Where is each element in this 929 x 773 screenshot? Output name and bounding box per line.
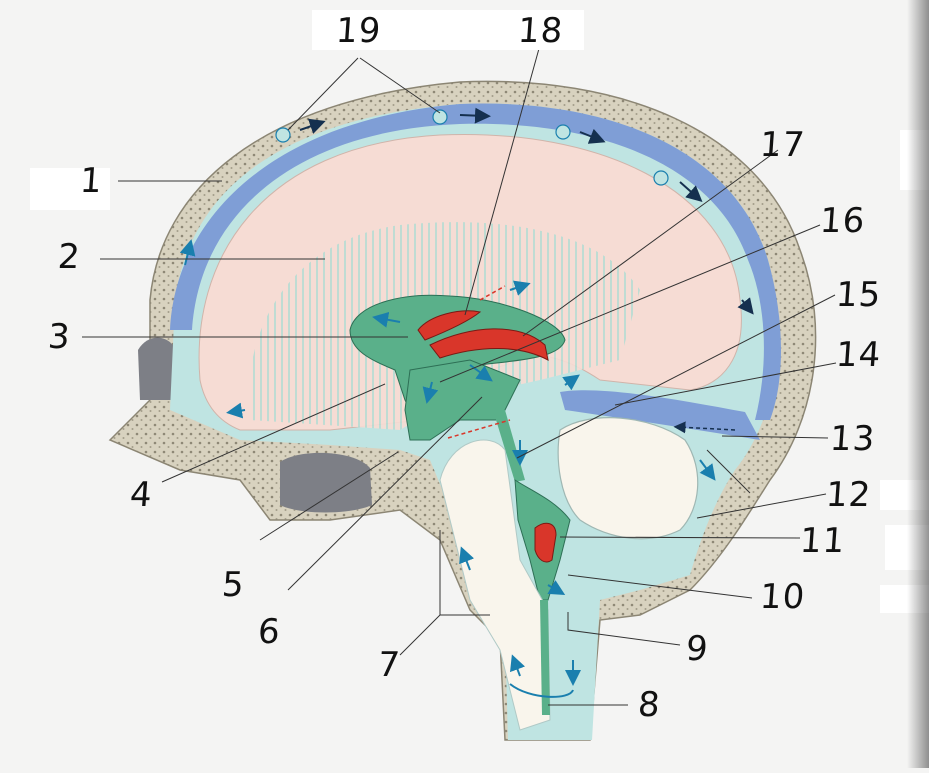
label-5: 5 — [220, 565, 247, 605]
choroid-plexus-fourth — [534, 522, 557, 563]
central-canal — [540, 600, 550, 715]
label-7: 7 — [376, 645, 403, 685]
csf-flow-arrows — [179, 107, 754, 698]
straight-sinus — [560, 390, 760, 440]
label-16: 16 — [818, 201, 867, 241]
label-1: 1 — [78, 161, 105, 201]
arachnoid-granulations — [275, 109, 669, 186]
label-19: 19 — [334, 11, 383, 51]
label-4: 4 — [128, 475, 155, 515]
label-box-19 — [312, 10, 584, 50]
cerebellum — [557, 417, 699, 540]
page-edge-shadow — [907, 0, 929, 768]
label-17: 17 — [758, 125, 807, 165]
label-10: 10 — [758, 577, 807, 617]
dashed-arrow — [673, 421, 736, 434]
choroid-plexus-lateral — [417, 310, 482, 341]
dashed-flow-line — [447, 419, 511, 439]
lateral-ventricle — [349, 294, 566, 421]
label-13: 13 — [828, 419, 877, 459]
label-12: 12 — [824, 475, 873, 515]
label-2: 2 — [56, 237, 83, 277]
label-11: 11 — [798, 521, 847, 561]
label-18: 18 — [516, 11, 565, 51]
label-15: 15 — [834, 275, 883, 315]
dashed-flow-line-upper — [479, 285, 506, 301]
choroid-plexus-third — [429, 328, 549, 361]
label-6: 6 — [256, 612, 283, 652]
label-box-1 — [30, 168, 110, 210]
label-14: 14 — [834, 335, 883, 375]
label-9: 9 — [684, 629, 711, 669]
label-3: 3 — [46, 317, 73, 357]
sphenoid-sinus-cavity — [280, 452, 372, 513]
label-8: 8 — [636, 685, 663, 725]
leader-lines — [82, 44, 837, 706]
frontal-sinus-cavity — [138, 337, 182, 400]
